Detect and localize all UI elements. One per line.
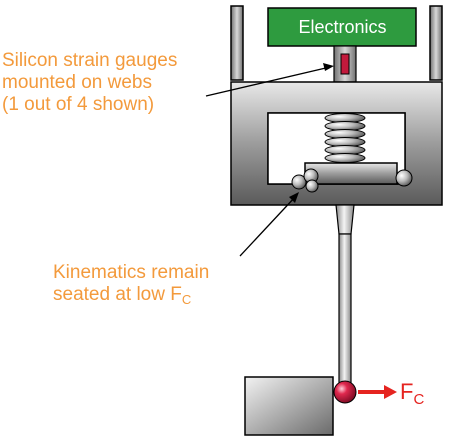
kinematics-label-line-1: Kinematics remain bbox=[53, 262, 210, 283]
housing-post-left bbox=[230, 5, 244, 81]
force-symbol: F bbox=[400, 379, 414, 404]
kinematics-label-line-2: seated at low FC bbox=[53, 284, 209, 311]
workpiece-block bbox=[244, 376, 334, 436]
force-arrow bbox=[358, 385, 397, 399]
stylus-ball bbox=[333, 380, 357, 404]
strain-gauge bbox=[340, 53, 350, 75]
electronics-label: Electronics bbox=[298, 17, 387, 37]
force-label: FC bbox=[400, 379, 424, 408]
kinematic-plate bbox=[304, 162, 398, 185]
kinematic-balls bbox=[291, 168, 413, 193]
kinematics-label-subscript: C bbox=[181, 292, 192, 307]
strain-gauge-label-line-2: mounted on webs bbox=[2, 72, 152, 93]
kinematics-label: Kinematics remain seated at low FC bbox=[53, 262, 209, 311]
kinematics-leader-line bbox=[239, 192, 299, 257]
strain-gauge-label-line-1: Silicon strain gauges bbox=[2, 50, 178, 71]
spring bbox=[324, 113, 366, 163]
stylus-shaft bbox=[338, 233, 352, 385]
housing-post-right bbox=[429, 5, 443, 81]
force-subscript: C bbox=[413, 391, 425, 408]
strain-gauge-label: Silicon strain gauges mounted on webs (1… bbox=[2, 50, 177, 116]
strain-gauge-label-line-3: (1 out of 4 shown) bbox=[2, 94, 155, 115]
stylus-taper bbox=[335, 204, 355, 235]
gauge-leader-line bbox=[205, 63, 334, 97]
kinematics-label-line-2-text: seated at low F bbox=[53, 284, 182, 305]
